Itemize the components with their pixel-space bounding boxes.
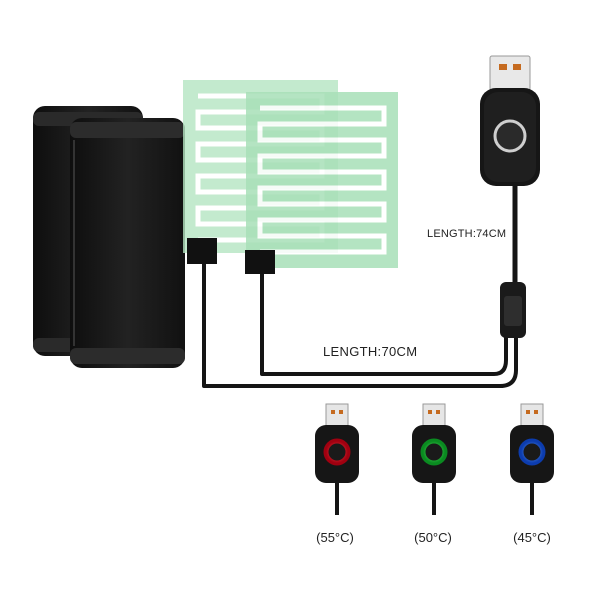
heating-pad-front bbox=[70, 118, 185, 368]
temperature-label-medium: (50°C) bbox=[414, 530, 452, 545]
usb-plug-red bbox=[315, 403, 359, 515]
connector-left bbox=[187, 238, 217, 264]
connector-right bbox=[245, 250, 275, 274]
split-cable bbox=[202, 260, 518, 388]
temperature-label-high: (55°C) bbox=[316, 530, 354, 545]
led-ring-icon bbox=[323, 438, 351, 466]
usb-plug-blue bbox=[510, 403, 554, 515]
usb-plug-green bbox=[412, 403, 456, 515]
usb-main-cable bbox=[500, 185, 526, 338]
power-button-icon[interactable] bbox=[493, 119, 527, 153]
heating-element-front bbox=[246, 92, 398, 268]
led-ring-icon bbox=[420, 438, 448, 466]
temperature-label-low: (45°C) bbox=[513, 530, 551, 545]
usb-plug-icon bbox=[489, 55, 531, 91]
split-cable-length-label: LENGTH:70CM bbox=[323, 344, 418, 359]
usb-cable-length-label: LENGTH:74CM bbox=[427, 228, 507, 240]
led-ring-icon bbox=[518, 438, 546, 466]
